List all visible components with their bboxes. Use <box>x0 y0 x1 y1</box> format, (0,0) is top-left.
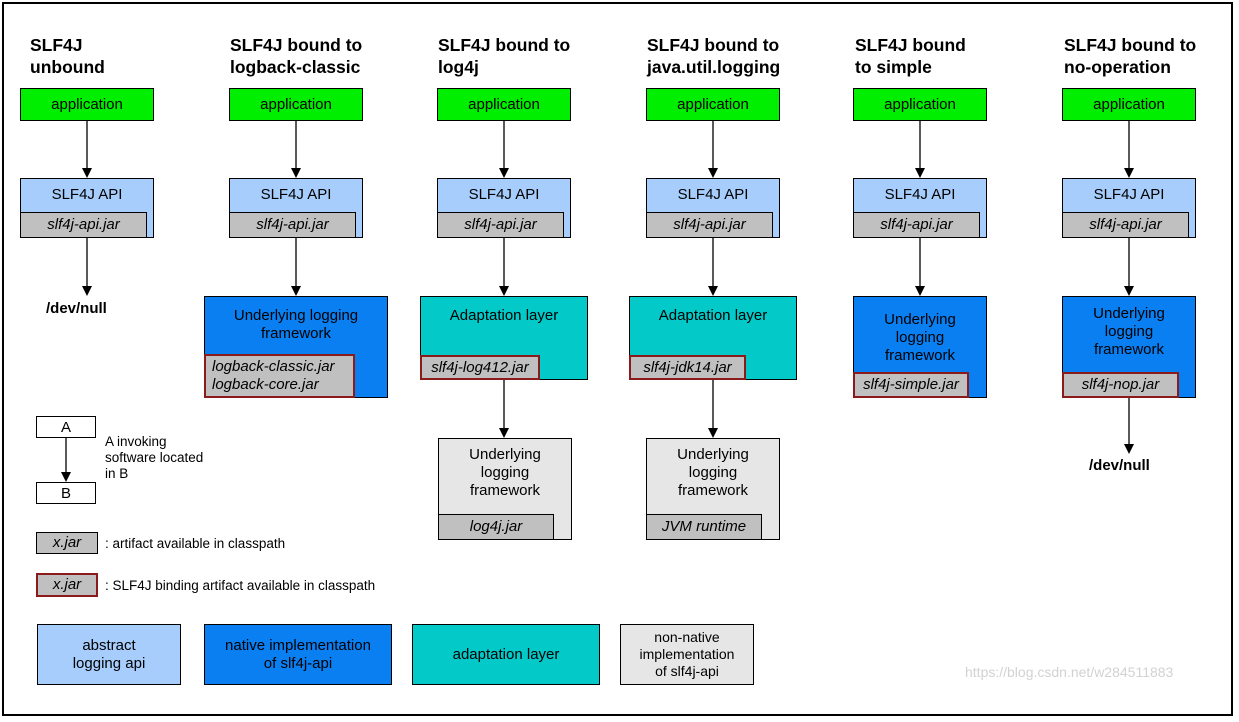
slf4j-api-label: SLF4J API <box>260 186 332 203</box>
framework-label: Underlying logging framework <box>884 311 956 364</box>
framework-label: Underlying logging framework <box>677 446 749 499</box>
binding-jar: slf4j-jdk14.jar <box>629 355 746 380</box>
api-jar: slf4j-api.jar <box>646 212 773 238</box>
legend-binding-sample: x.jar <box>36 573 98 597</box>
api-jar: slf4j-api.jar <box>437 212 564 238</box>
slf4j-api-label: SLF4J API <box>468 186 540 203</box>
adaptation-layer-box: Adaptation layer <box>420 296 588 380</box>
adaptation-label: Adaptation layer <box>449 307 559 324</box>
slf4j-api-label: SLF4J API <box>884 186 956 203</box>
application-box: application <box>229 88 363 121</box>
legend-adaptation-layer: adaptation layer <box>412 624 600 685</box>
column-title-nop: SLF4J bound to no-operation <box>1064 35 1197 77</box>
legend-box-a: A <box>36 416 96 438</box>
watermark: https://blog.csdn.net/w284511883 <box>965 664 1174 680</box>
framework-jar: log4j.jar <box>438 514 554 540</box>
application-box: application <box>437 88 571 121</box>
legend-jar-text: : artifact available in classpath <box>105 536 286 551</box>
api-jar: slf4j-api.jar <box>20 212 147 238</box>
legend-box-b: B <box>36 482 96 504</box>
framework-jar: JVM runtime <box>646 514 762 540</box>
binding-jar: slf4j-log412.jar <box>420 355 540 380</box>
binding-jar: slf4j-nop.jar <box>1062 372 1179 398</box>
column-title-log4j: SLF4J bound to log4j <box>438 35 571 77</box>
adaptation-label: Adaptation layer <box>658 307 768 324</box>
application-box: application <box>646 88 780 121</box>
dev-null-label: /dev/null <box>46 300 107 317</box>
framework-label: Underlying logging framework <box>469 446 541 499</box>
application-box: application <box>853 88 987 121</box>
dev-null-label: /dev/null <box>1089 457 1150 474</box>
slf4j-api-label: SLF4J API <box>51 186 123 203</box>
column-title-unbound: SLF4J unbound <box>30 35 105 77</box>
legend-binding-text: : SLF4J binding artifact available in cl… <box>105 578 376 593</box>
column-title-logback: SLF4J bound to logback-classic <box>230 35 363 77</box>
binding-jar: logback-classic.jar logback-core.jar <box>204 354 355 398</box>
slf4j-api-label: SLF4J API <box>1093 186 1165 203</box>
column-title-simple: SLF4J bound to simple <box>855 35 966 77</box>
slf4j-api-label: SLF4J API <box>677 186 749 203</box>
framework-label: Underlying logging framework <box>233 307 359 342</box>
api-jar: slf4j-api.jar <box>229 212 356 238</box>
legend-abstract-api: abstract logging api <box>37 624 181 685</box>
legend-native-impl: native implementation of slf4j-api <box>204 624 392 685</box>
legend-invoke-text: A invoking software located in B <box>105 434 204 481</box>
column-title-jul: SLF4J bound to java.util.logging <box>647 35 781 77</box>
binding-jar: slf4j-simple.jar <box>853 372 969 398</box>
legend-jar-sample: x.jar <box>36 532 98 554</box>
application-box: application <box>1062 88 1196 121</box>
api-jar: slf4j-api.jar <box>1062 212 1189 238</box>
application-box: application <box>20 88 154 121</box>
legend-non-native-impl: non-native implementation of slf4j-api <box>620 624 754 685</box>
framework-label: Underlying logging framework <box>1093 305 1165 358</box>
api-jar: slf4j-api.jar <box>853 212 980 238</box>
